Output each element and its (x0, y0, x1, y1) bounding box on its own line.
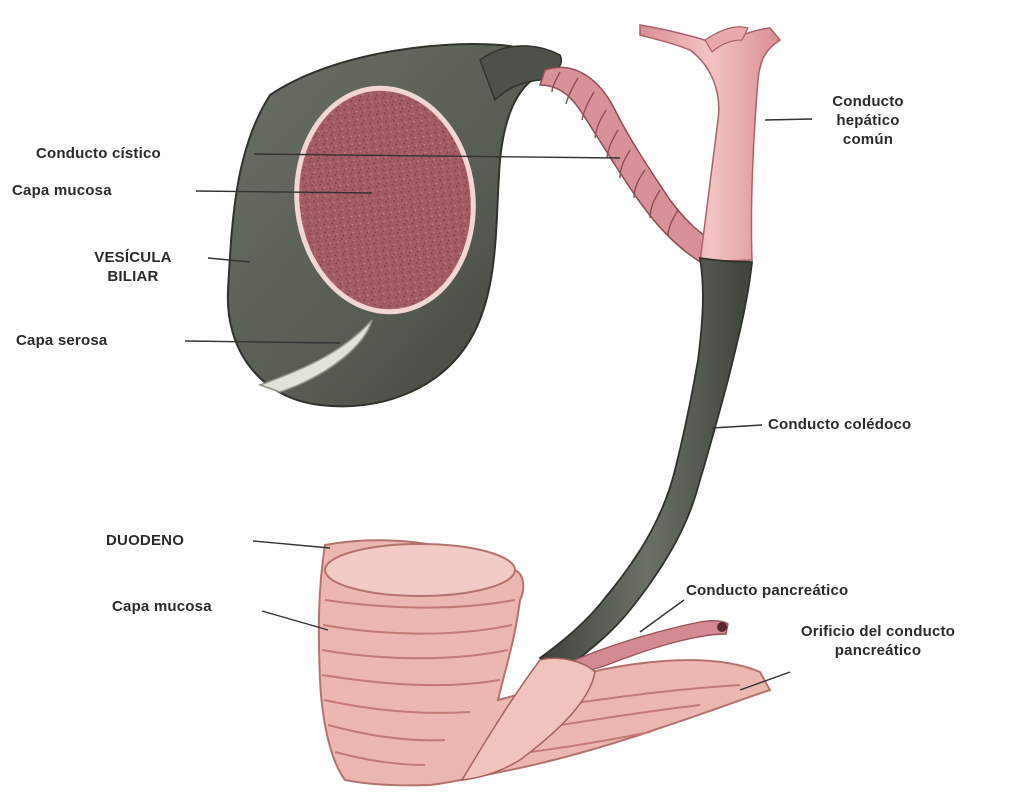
label-conducto-hepatico-comun: Conducto hepático común (808, 92, 928, 149)
duodenum-opening (325, 544, 515, 596)
leader-duodeno (253, 541, 330, 548)
pancreatic-orifice (717, 622, 727, 632)
label-vesicula-line1: VESÍCULA (58, 248, 208, 267)
label-conducto-cistico: Conducto cístico (36, 144, 161, 163)
label-hepatico-line2: hepático (808, 111, 928, 130)
label-conducto-coledoco: Conducto colédoco (768, 415, 911, 434)
label-capa-mucosa-vesicula: Capa mucosa (12, 181, 112, 200)
label-orificio-conducto-pancreatico: Orificio del conducto pancreático (738, 622, 1018, 660)
leader-coledoco (712, 425, 762, 428)
label-vesicula-line2: BILIAR (58, 267, 208, 286)
label-conducto-pancreatico: Conducto pancreático (686, 581, 848, 600)
label-hepatico-line1: Conducto (808, 92, 928, 111)
label-orificio-line2: pancreático (738, 641, 1018, 660)
cystic-duct (540, 67, 720, 265)
label-capa-serosa: Capa serosa (16, 331, 107, 350)
label-capa-mucosa-duodeno: Capa mucosa (112, 597, 212, 616)
label-vesicula-biliar: VESÍCULA BILIAR (58, 248, 208, 286)
label-orificio-line1: Orificio del conducto (738, 622, 1018, 641)
common-bile-duct (540, 258, 752, 672)
label-hepatico-line3: común (808, 130, 928, 149)
label-duodeno: DUODENO (106, 531, 184, 550)
leader-hepatico (765, 119, 812, 120)
